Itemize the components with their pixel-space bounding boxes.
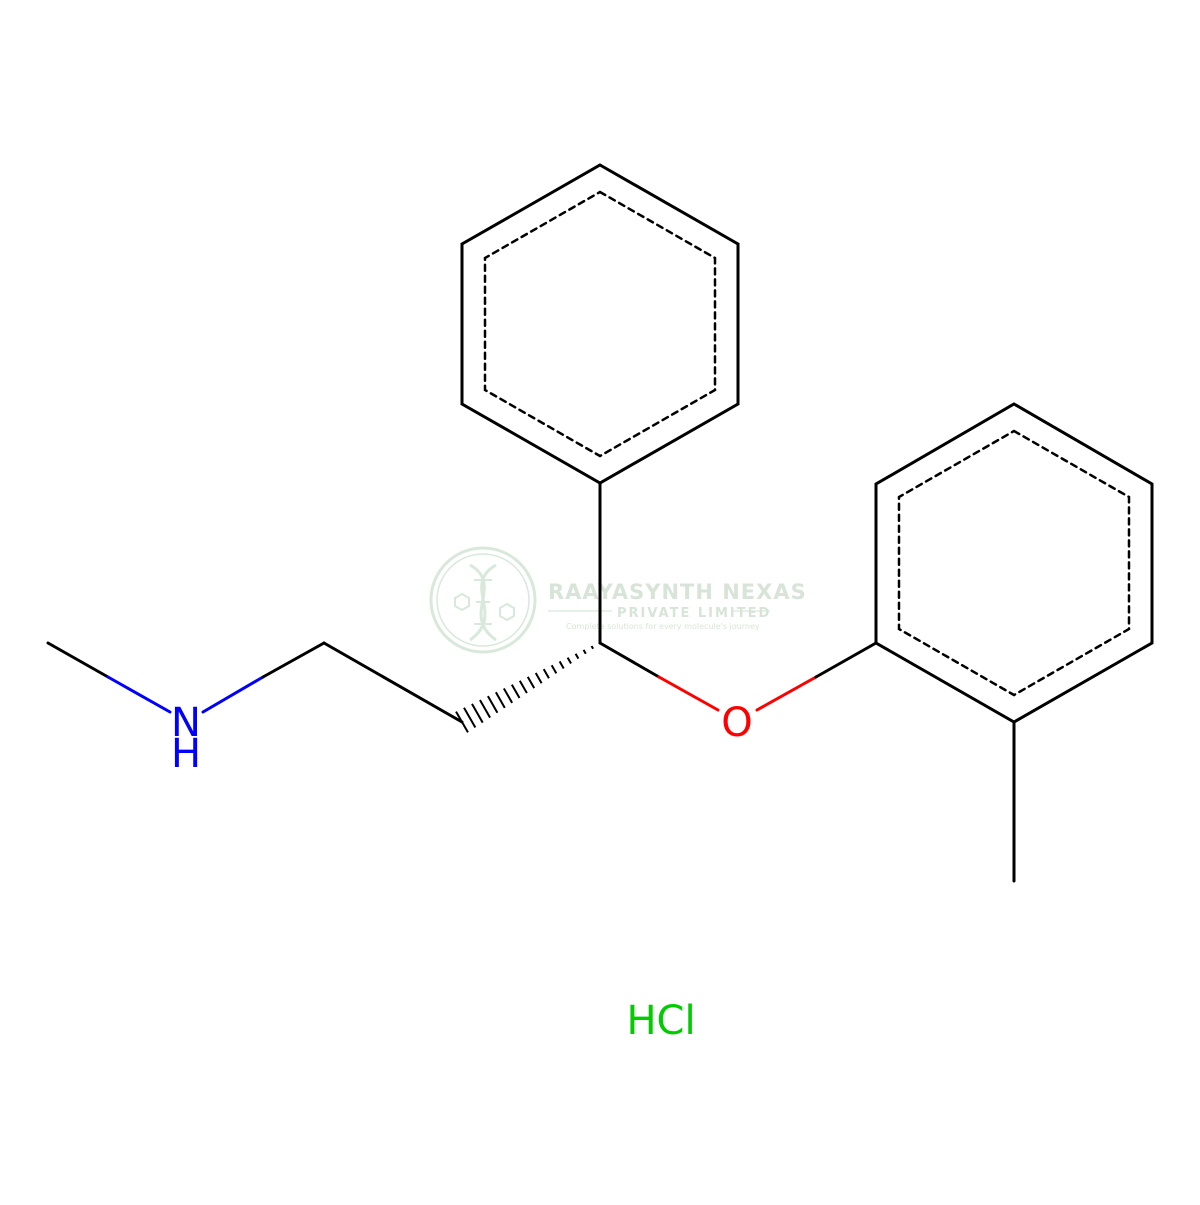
nitrogen-label: N bbox=[171, 700, 201, 746]
wedge-hash-line bbox=[487, 695, 499, 714]
bond-o-aryl-colored bbox=[755, 675, 818, 712]
watermark-company: RAAYASYNTH NEXAS bbox=[548, 580, 807, 604]
wedge-hash-line bbox=[455, 711, 469, 733]
bond-chiral-o-colored bbox=[657, 675, 720, 712]
bond-chiral-o bbox=[598, 641, 661, 679]
bonds bbox=[46, 163, 1154, 883]
wedge-hash-line bbox=[495, 691, 506, 709]
bond-methyl-n-colored bbox=[106, 675, 172, 714]
stereo-hashed-wedge bbox=[455, 641, 602, 733]
wedge-hash-line bbox=[518, 680, 528, 694]
bond-n-ch2-colored bbox=[201, 675, 265, 714]
bond-methyl-n bbox=[46, 641, 110, 679]
wedge-hash-line bbox=[534, 672, 543, 684]
wedge-hash-line bbox=[590, 645, 595, 650]
wedge-hash-line bbox=[550, 664, 558, 674]
wedge-hash-line bbox=[566, 657, 572, 665]
wedge-hash-line bbox=[502, 687, 514, 704]
wedge-hash-line bbox=[526, 676, 536, 689]
wedge-hash-line bbox=[598, 641, 602, 645]
counterion-label: HCl bbox=[626, 998, 695, 1044]
wedge-hash-line bbox=[574, 653, 580, 660]
wedge-hash-line bbox=[479, 699, 491, 719]
nitrogen-hydrogen-label: H bbox=[171, 731, 201, 777]
bond-ch2-ch2 bbox=[322, 641, 464, 724]
wedge-hash-line bbox=[542, 668, 550, 679]
tolyl-ring-aromatic bbox=[897, 429, 1131, 697]
watermark-subtitle: PRIVATE LIMITED bbox=[617, 606, 771, 621]
company-watermark: RAAYASYNTH NEXAS PRIVATE LIMITED Complet… bbox=[429, 546, 807, 654]
phenyl-ring-top-aromatic bbox=[483, 190, 717, 458]
bond-o-aryl bbox=[814, 641, 878, 679]
wedge-hash-line bbox=[463, 707, 477, 728]
dna-logo-icon bbox=[429, 546, 537, 654]
wedge-hash-line bbox=[510, 684, 521, 699]
wedge-hash-line bbox=[471, 703, 484, 724]
bond-n-ch2 bbox=[261, 641, 326, 679]
phenyl-ring-top bbox=[460, 163, 740, 485]
tolyl-ring bbox=[874, 402, 1154, 724]
wedge-hash-line bbox=[558, 660, 565, 669]
wedge-hash-line bbox=[582, 649, 587, 655]
watermark-tagline: Complete solutions for every molecule's … bbox=[566, 622, 760, 631]
oxygen-label: O bbox=[721, 700, 752, 746]
